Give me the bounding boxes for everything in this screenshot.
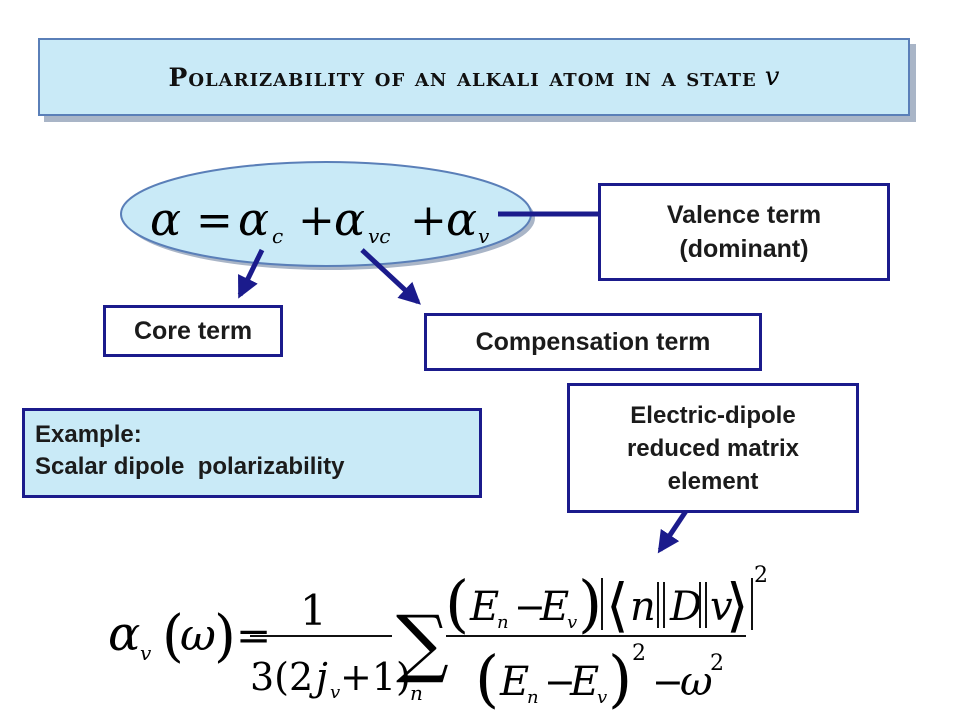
- eq-lhs-alpha: α: [150, 192, 181, 246]
- eq-plus-2: +: [410, 195, 447, 246]
- num-bra: ⟨: [606, 571, 629, 639]
- formula-sum: ∑: [396, 600, 449, 686]
- den-E1-sub: n: [527, 687, 539, 708]
- num-ket: ⟩: [726, 571, 749, 639]
- formula-sum-index: n: [410, 681, 423, 705]
- den-E2: E: [569, 659, 599, 705]
- num-E1-sub: n: [497, 612, 509, 633]
- formula-omega: ω: [180, 610, 216, 661]
- title-banner: Polarizability of an alkali atom in a st…: [38, 38, 910, 116]
- den-rparen: ): [608, 642, 632, 715]
- num-E2: E: [539, 584, 569, 630]
- num-E1: E: [469, 584, 499, 630]
- den-omega: ω: [680, 659, 713, 705]
- den-E2-sub: v: [597, 687, 607, 708]
- example-box: Example: Scalar dipole polarizability: [22, 408, 482, 498]
- den-exponent-1: 2: [632, 641, 646, 666]
- eq-equals: =: [196, 195, 233, 246]
- den-minus-2: −: [652, 660, 684, 704]
- eq-alpha-vc: α: [334, 192, 365, 246]
- formula-alpha-sub: v: [140, 641, 152, 665]
- example-line1: Example:: [35, 421, 142, 448]
- compensation-term-label: Compensation term: [475, 328, 711, 356]
- valence-term-line2: (dominant): [679, 235, 809, 263]
- title-state-symbol: v: [764, 62, 780, 92]
- electric-dipole-box: Electric-dipole reduced matrix element: [567, 383, 859, 513]
- num-lparen: (: [445, 567, 469, 640]
- formula-lparen: (: [162, 604, 184, 669]
- formula-alpha: α: [108, 606, 140, 662]
- eq-plus-1: +: [298, 195, 335, 246]
- num-exponent: 2: [754, 563, 768, 588]
- num-v: v: [710, 584, 733, 630]
- eq-sub-v: v: [478, 224, 490, 248]
- core-term-label: Core term: [133, 317, 253, 345]
- electric-dipole-line1: Electric-dipole: [630, 401, 796, 429]
- eq-alpha-core: α: [238, 192, 269, 246]
- den-lparen: (: [475, 642, 499, 715]
- compensation-term-box: Compensation term: [424, 313, 762, 371]
- num-E2-sub: v: [567, 612, 577, 633]
- arrow-to-core: [237, 248, 265, 299]
- valence-term-box: Valence term (dominant): [598, 183, 890, 281]
- formula-rparen: ): [214, 604, 236, 669]
- valence-term-line1: Valence term: [666, 201, 822, 229]
- num-rparen: ): [578, 567, 602, 640]
- formula-denominator: 3(2: [250, 655, 313, 699]
- eq-sub-c: c: [272, 224, 283, 248]
- formula-den-end: +1): [340, 655, 411, 699]
- formula-den-j-sub: v: [330, 682, 340, 703]
- example-line2: Scalar dipole polarizability: [35, 453, 345, 480]
- den-minus: −: [544, 660, 576, 704]
- num-n: n: [630, 584, 656, 630]
- page-title: Polarizability of an alkali atom in a st…: [168, 62, 757, 92]
- electric-dipole-line2: reduced matrix: [626, 434, 800, 462]
- den-exponent-2: 2: [710, 651, 724, 676]
- eq-sub-vc: vc: [368, 224, 391, 248]
- den-E1: E: [499, 659, 529, 705]
- arrow-to-compensation: [360, 248, 421, 305]
- num-D: D: [669, 584, 702, 630]
- num-minus: −: [514, 585, 546, 629]
- electric-dipole-line3: element: [667, 467, 759, 495]
- core-term-box: Core term: [103, 305, 283, 357]
- eq-alpha-v: α: [446, 192, 477, 246]
- formula-numerator-one: 1: [300, 586, 327, 635]
